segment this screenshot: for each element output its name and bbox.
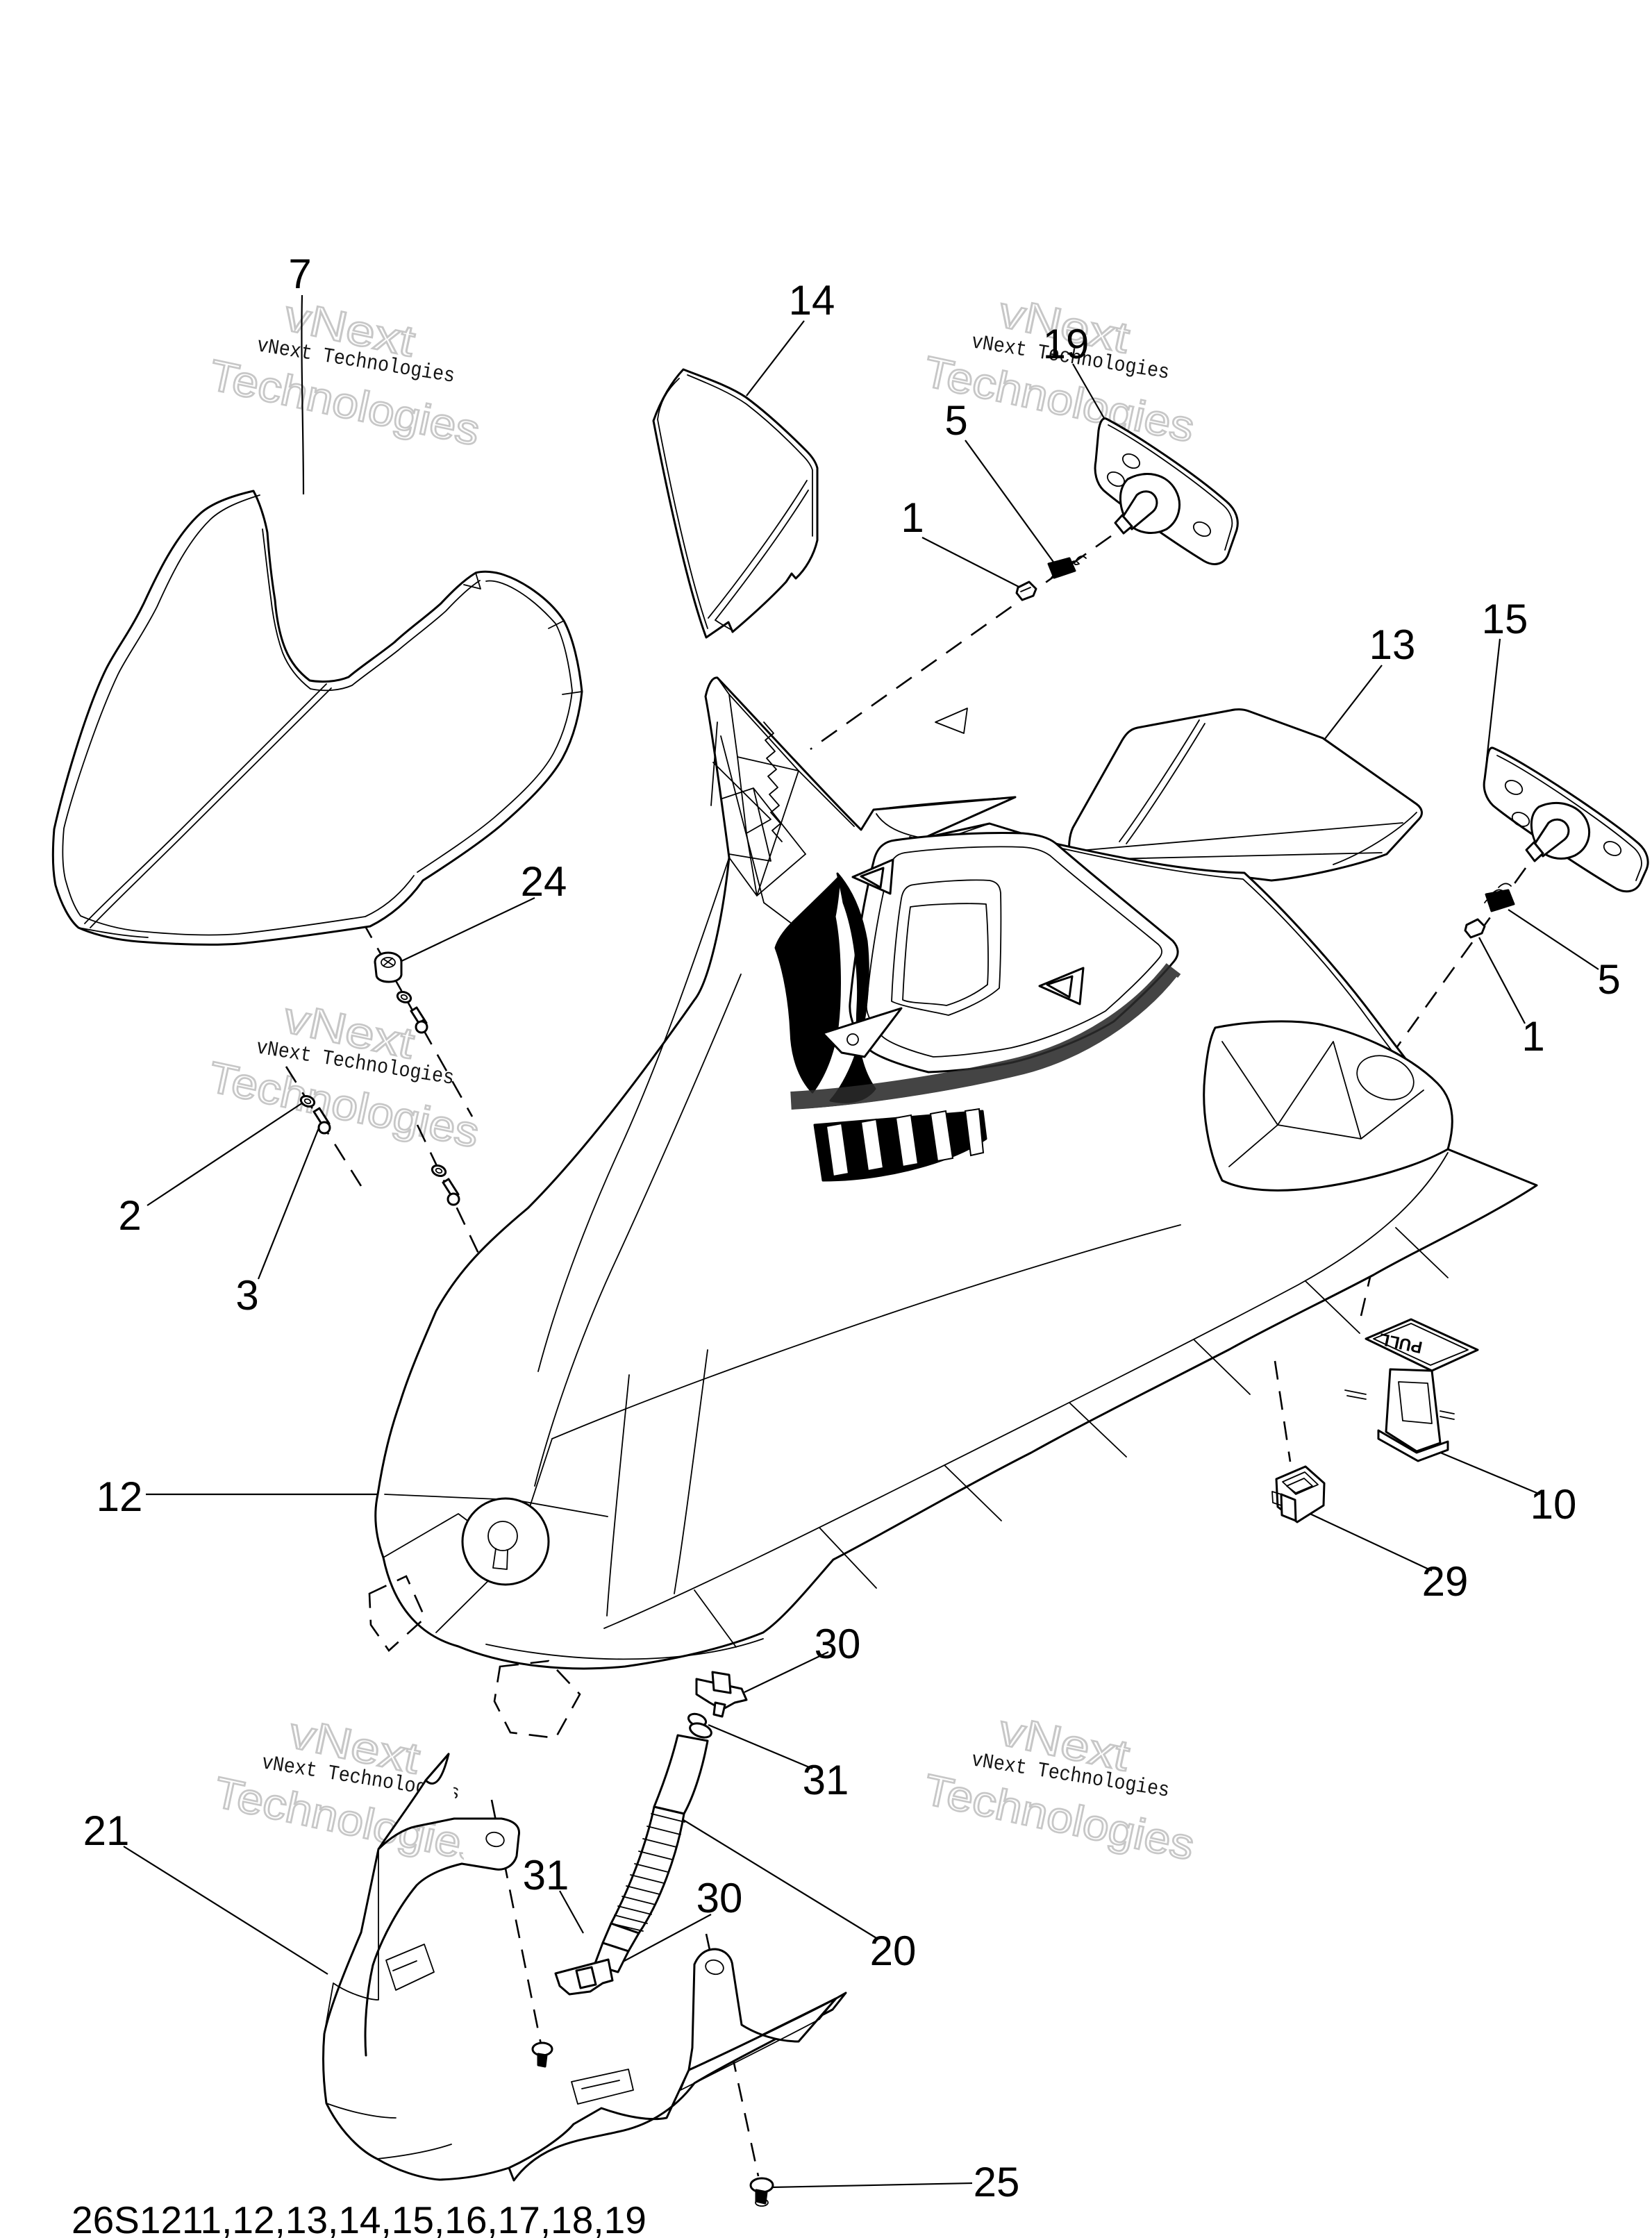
svg-text:26S1211,12,13,14,15,16,17,18,1: 26S1211,12,13,14,15,16,17,18,19 — [72, 2198, 646, 2238]
svg-text:30: 30 — [815, 1621, 861, 1667]
svg-text:12: 12 — [97, 1473, 143, 1520]
svg-text:5: 5 — [1597, 956, 1620, 1003]
svg-text:19: 19 — [1043, 321, 1090, 367]
svg-text:14: 14 — [789, 277, 835, 324]
svg-text:15: 15 — [1482, 596, 1528, 642]
svg-text:31: 31 — [803, 1757, 849, 1803]
svg-text:25: 25 — [974, 2159, 1020, 2205]
svg-text:21: 21 — [83, 1807, 130, 1854]
svg-text:1: 1 — [1521, 1013, 1544, 1060]
svg-text:31: 31 — [523, 1852, 569, 1898]
svg-text:29: 29 — [1422, 1558, 1469, 1605]
svg-text:2: 2 — [118, 1192, 141, 1239]
svg-text:30: 30 — [696, 1875, 743, 1921]
svg-text:13: 13 — [1369, 621, 1416, 668]
svg-text:7: 7 — [288, 251, 311, 297]
svg-text:5: 5 — [944, 397, 967, 444]
svg-text:10: 10 — [1530, 1481, 1577, 1528]
svg-text:20: 20 — [870, 1928, 917, 1974]
svg-text:1: 1 — [901, 494, 924, 541]
svg-text:24: 24 — [521, 858, 567, 905]
svg-text:3: 3 — [235, 1272, 258, 1319]
